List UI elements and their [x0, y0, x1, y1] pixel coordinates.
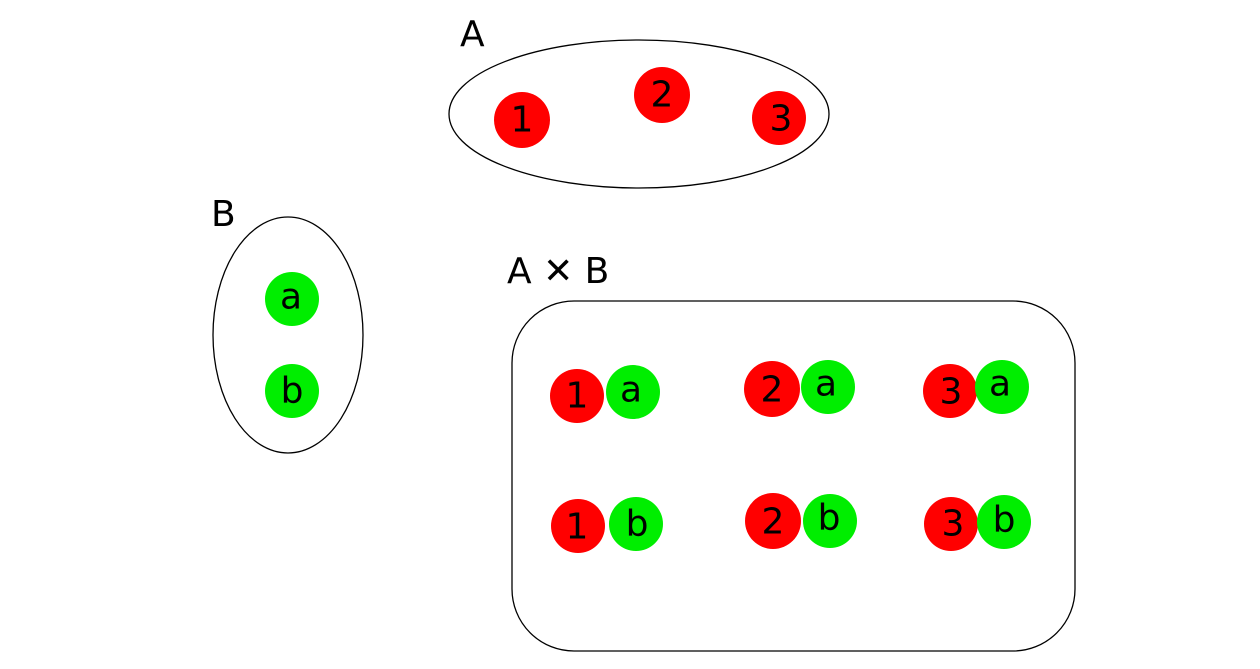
pair-second-label: a [989, 364, 1011, 405]
pair-second-circle [609, 497, 663, 551]
element-label: a [280, 277, 302, 318]
set-a-label: A [460, 14, 485, 55]
element-label: 2 [651, 75, 674, 116]
pair-second-circle [977, 495, 1031, 549]
pair-first-label: 3 [942, 504, 965, 545]
element-label: b [281, 371, 304, 412]
set-b-label: B [211, 194, 236, 235]
pair-second-circle [606, 365, 660, 419]
pair-second-label: b [993, 500, 1016, 541]
pair-first-circle [744, 361, 800, 417]
element-circle [634, 67, 690, 123]
element-circle [752, 91, 806, 145]
element-label: 3 [770, 99, 793, 140]
product-pair: 1 b [551, 497, 663, 553]
pair-second-label: a [815, 364, 837, 405]
set-a-element: 1 [494, 92, 550, 148]
set-b-boundary [212, 216, 364, 454]
pair-first-circle [923, 364, 977, 418]
product-label: A ✕ B [507, 251, 609, 292]
pair-first-label: 3 [940, 372, 963, 413]
set-a-element: 3 [752, 91, 806, 145]
pair-second-label: b [818, 498, 841, 539]
pair-first-label: 2 [761, 370, 784, 411]
pair-second-circle [801, 360, 855, 414]
set-b-element: b [265, 364, 319, 418]
pair-second-circle [975, 360, 1029, 414]
pair-first-circle [550, 369, 604, 423]
element-label: 1 [511, 100, 534, 141]
product-pair: 1 a [550, 365, 660, 423]
pair-first-label: 1 [566, 376, 589, 417]
element-circle [265, 364, 319, 418]
pair-first-circle [745, 493, 801, 549]
pair-second-label: b [626, 504, 649, 545]
pair-first-label: 1 [566, 507, 589, 548]
element-circle [265, 272, 319, 326]
pair-first-label: 2 [762, 502, 785, 543]
product-pair: 3 a [923, 360, 1029, 418]
set-a-element: 2 [634, 67, 690, 123]
pair-second-label: a [620, 370, 642, 411]
product-pair: 3 b [924, 495, 1031, 551]
product-boundary [511, 300, 1076, 652]
product-pair: 2 a [744, 360, 855, 417]
set-b-element: a [265, 272, 319, 326]
pair-first-circle [551, 499, 605, 553]
set-a: A 1 2 3 [448, 14, 830, 189]
set-a-boundary [448, 39, 830, 189]
product-set: A ✕ B 1 a 2 a 3 a 1 b [507, 251, 1076, 652]
pair-second-circle [803, 494, 857, 548]
product-pair: 2 b [745, 493, 857, 549]
pair-first-circle [924, 497, 978, 551]
set-b: B a b [211, 194, 364, 454]
element-circle [494, 92, 550, 148]
